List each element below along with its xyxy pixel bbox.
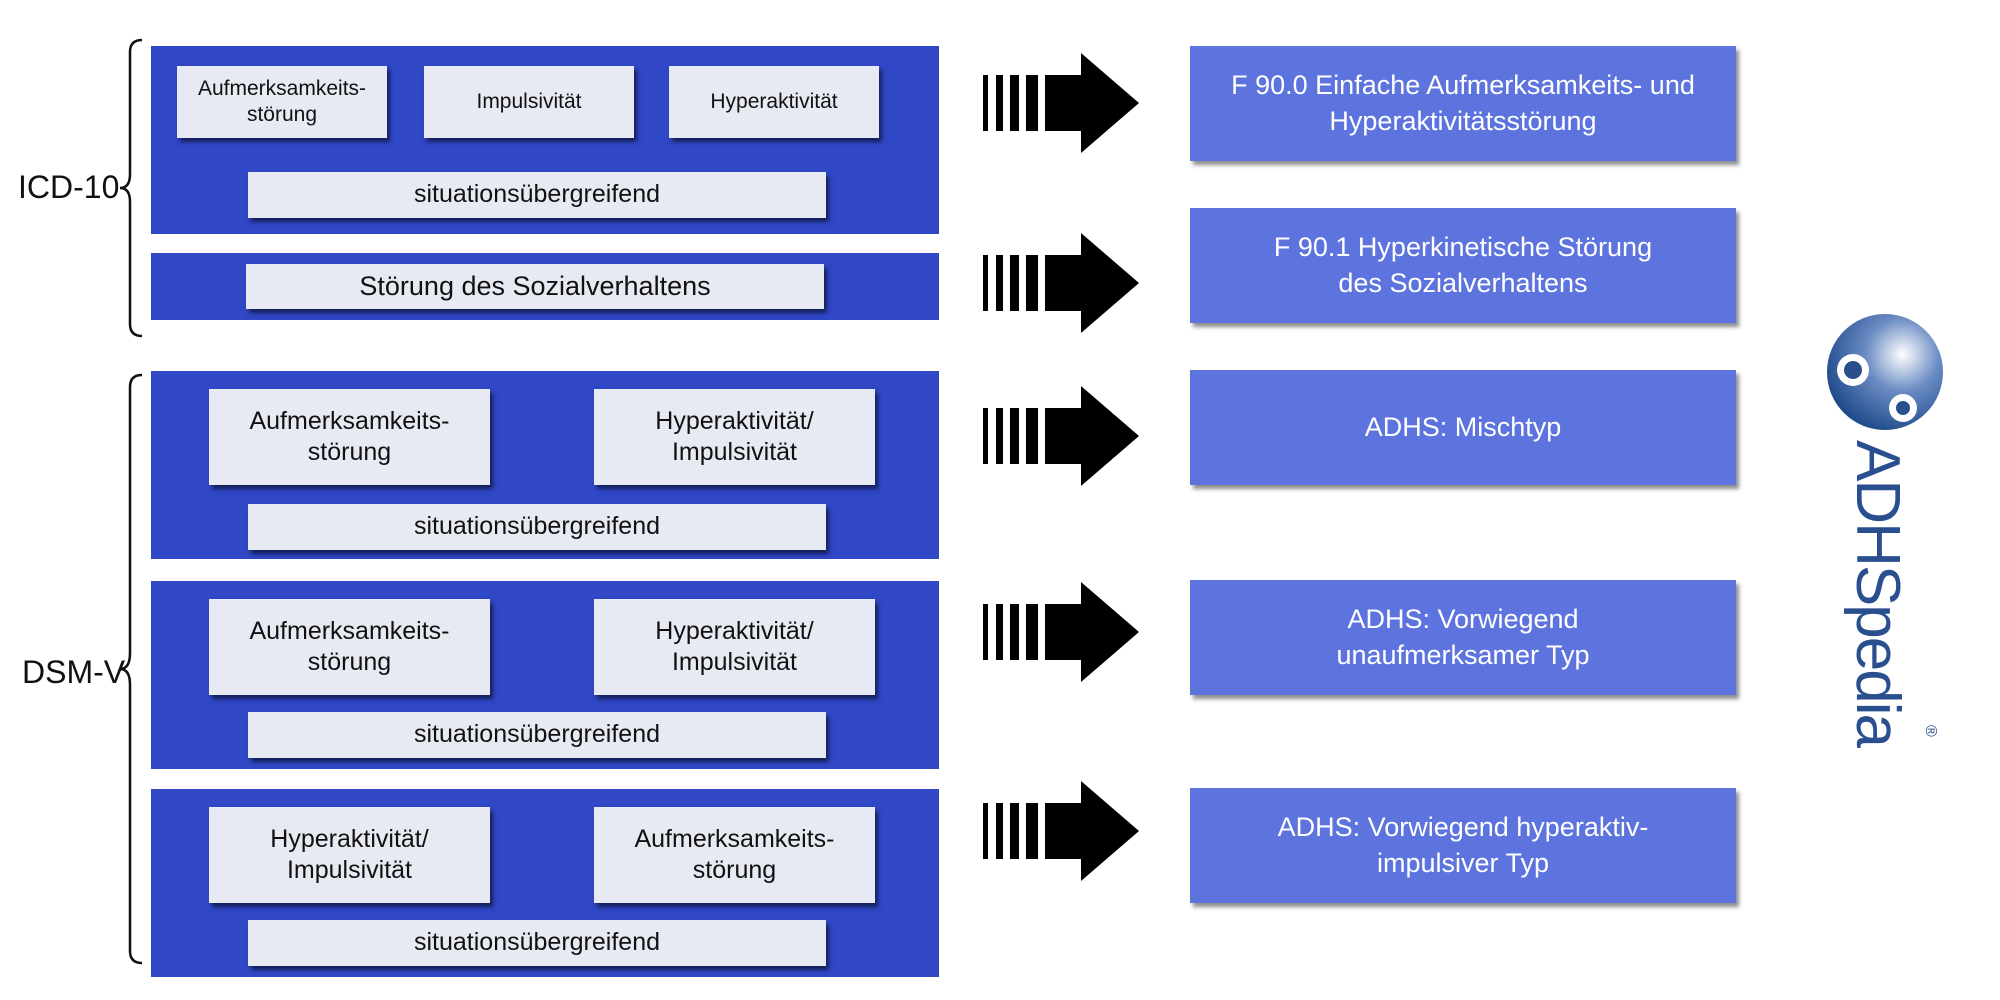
- dsm-v-label: DSM-V: [22, 654, 126, 690]
- icd-social-panel: Störung des Sozialverhaltens: [151, 253, 939, 320]
- dsm-panel-inattentive: Aufmerksamkeits- störung Hyperaktivität/…: [151, 581, 939, 769]
- logo-text: ADHSpedia: [1843, 440, 1912, 748]
- criterion-box: Aufmerksamkeits- störung: [209, 389, 490, 485]
- striped-right-arrow-icon: [983, 781, 1139, 881]
- criterion-box: Impulsivität: [424, 66, 634, 138]
- dsm-brace-icon: [119, 373, 143, 965]
- situation-box: situationsübergreifend: [248, 920, 826, 966]
- dsm-panel-hyperactive: Hyperaktivität/ Impulsivität Aufmerksamk…: [151, 789, 939, 977]
- result-f90-0: F 90.0 Einfache Aufmerksamkeits- und Hyp…: [1190, 46, 1736, 161]
- striped-right-arrow-icon: [983, 233, 1139, 333]
- result-unaufmerksam: ADHS: Vorwiegend unaufmerksamer Typ: [1190, 580, 1736, 695]
- result-f90-1: F 90.1 Hyperkinetische Störung des Sozia…: [1190, 208, 1736, 323]
- criterion-box: Hyperaktivität/ Impulsivität: [209, 807, 490, 903]
- criterion-box: Aufmerksamkeits- störung: [594, 807, 875, 903]
- striped-right-arrow-icon: [983, 53, 1139, 153]
- icd-combined-panel: Aufmerksamkeits- störung Impulsivität Hy…: [151, 46, 939, 234]
- icd-brace-icon: [119, 38, 143, 338]
- criterion-box: Hyperaktivität: [669, 66, 879, 138]
- criterion-box: Aufmerksamkeits- störung: [177, 66, 387, 138]
- adhspedia-logo-icon: ADHSpedia ®: [1827, 314, 1943, 748]
- social-behavior-box: Störung des Sozialverhaltens: [246, 264, 824, 309]
- criterion-box: Aufmerksamkeits- störung: [209, 599, 490, 695]
- striped-right-arrow-icon: [983, 582, 1139, 682]
- criterion-box: Hyperaktivität/ Impulsivität: [594, 599, 875, 695]
- situation-box: situationsübergreifend: [248, 712, 826, 758]
- result-hyperaktiv: ADHS: Vorwiegend hyperaktiv- impulsiver …: [1190, 788, 1736, 903]
- situation-box: situationsübergreifend: [248, 504, 826, 550]
- registered-mark: ®: [1922, 725, 1939, 737]
- criterion-box: Hyperaktivität/ Impulsivität: [594, 389, 875, 485]
- result-mischtyp: ADHS: Mischtyp: [1190, 370, 1736, 485]
- icd-10-label: ICD-10: [18, 169, 120, 205]
- dsm-panel-combined: Aufmerksamkeits- störung Hyperaktivität/…: [151, 371, 939, 559]
- striped-right-arrow-icon: [983, 386, 1139, 486]
- situation-box: situationsübergreifend: [248, 172, 826, 218]
